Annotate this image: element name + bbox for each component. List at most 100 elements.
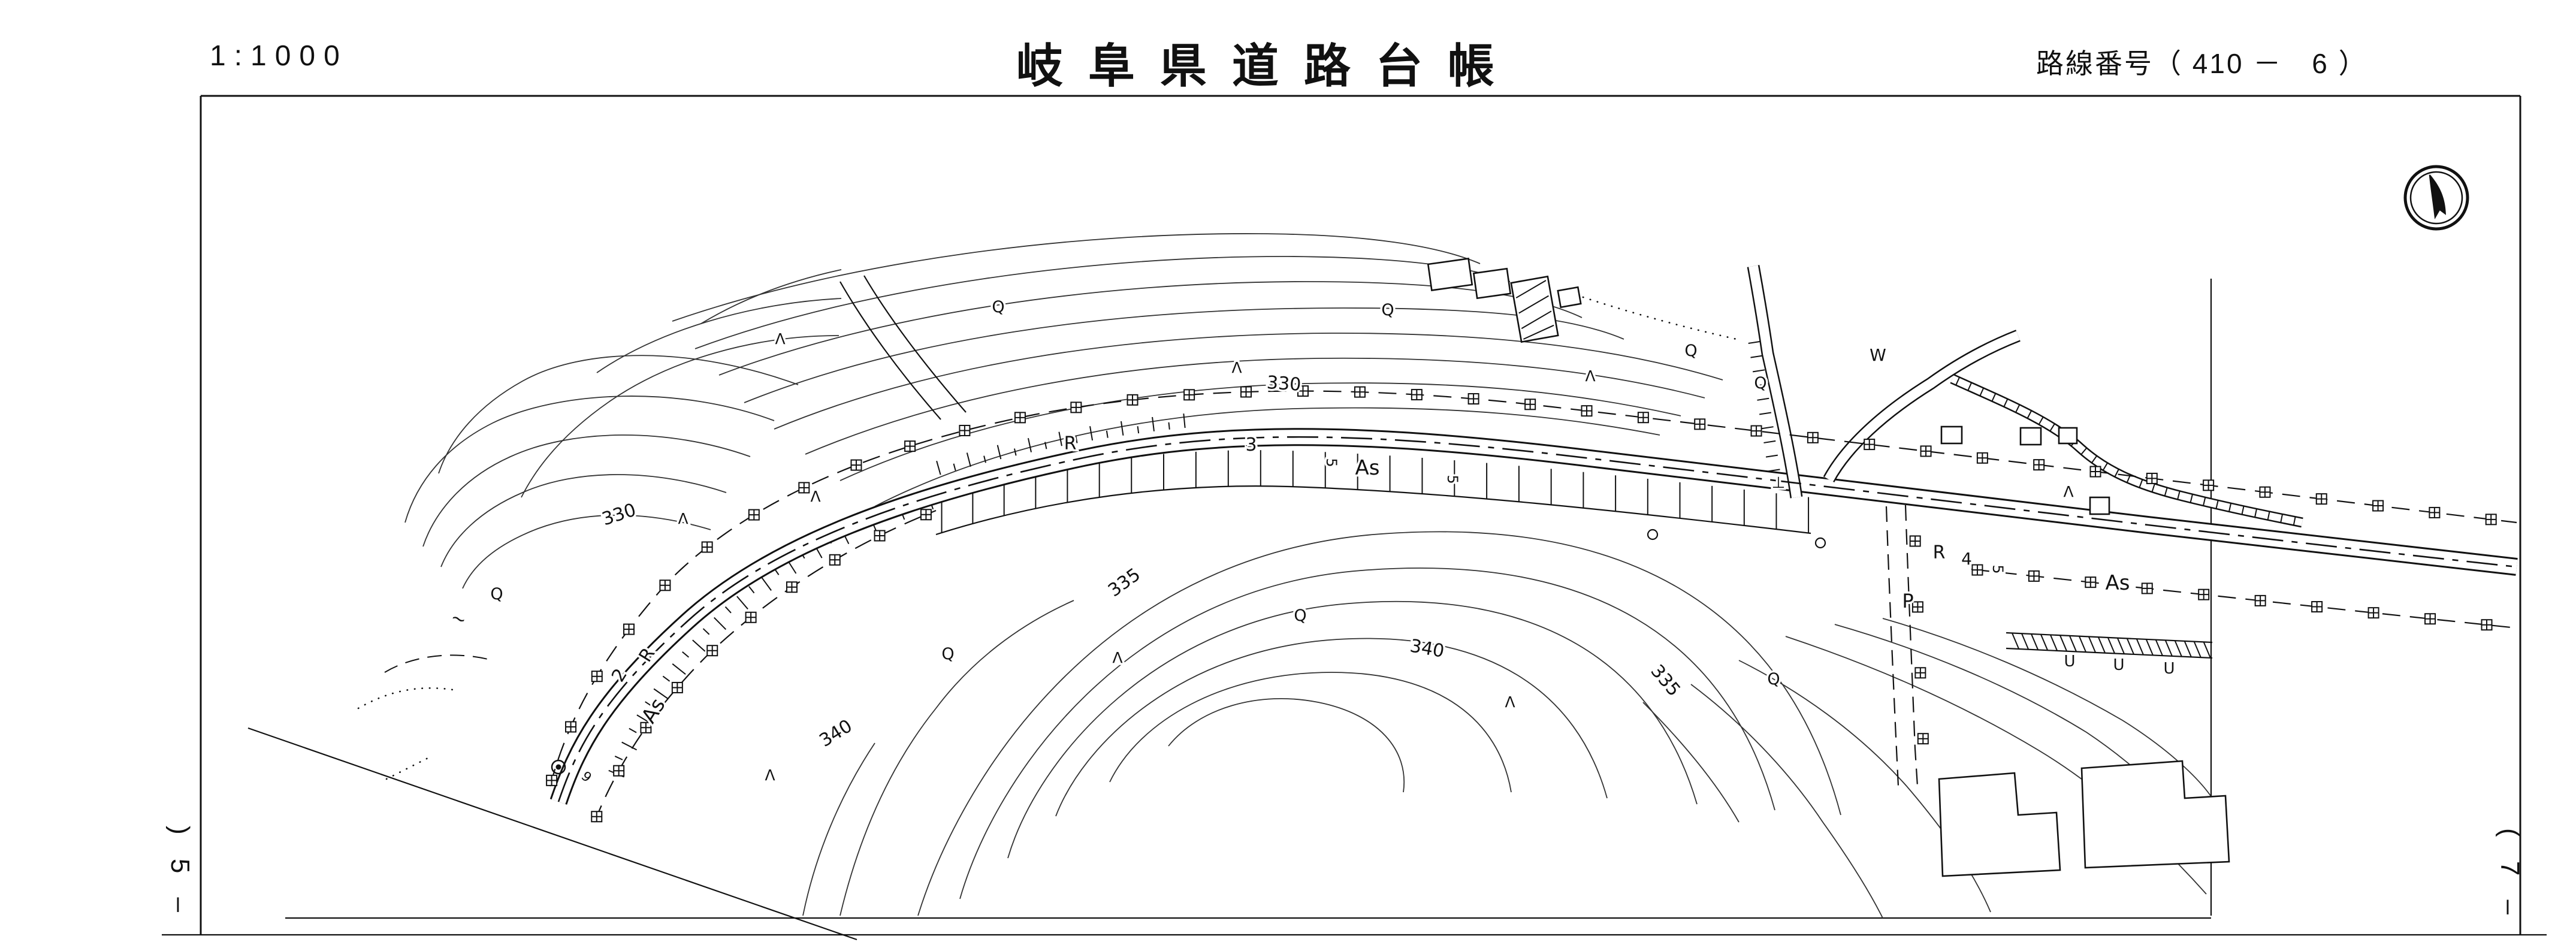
boundary-post-symbol [874, 530, 886, 542]
contour-lines [357, 233, 2213, 919]
boundary-post-symbol [2089, 466, 2101, 478]
map-annotation: U [2064, 653, 2075, 671]
boundary-post-symbol [1127, 394, 1138, 406]
boundary-post-symbol [1914, 667, 1926, 679]
boundary-post-symbol [1917, 733, 1929, 745]
retaining-wall [935, 450, 1812, 536]
boundary-post-symbol [2254, 594, 2266, 606]
boundary-post-symbol [2367, 607, 2379, 619]
grass-symbol: Λ [678, 510, 688, 527]
tree-symbol: Q [1684, 342, 1697, 360]
map-annotation: ~ [448, 606, 469, 631]
boundary-post-symbol [1750, 425, 1762, 437]
route-number-label: 路線番号（ 410 － 6 ） [2036, 48, 2368, 79]
tree-symbol: Q [992, 298, 1004, 316]
boundary-post-symbol [2485, 514, 2497, 526]
boundary-post-symbol [2315, 493, 2327, 505]
boundary-post-symbol [1524, 398, 1536, 410]
boundary-post-symbol [1864, 439, 1876, 451]
boundary-post-symbol [2033, 459, 2045, 471]
map-annotation: P [1902, 590, 1913, 612]
boundary-post-symbol [1911, 601, 1923, 613]
map-annotation: W [1870, 345, 1886, 365]
map-annotation: 5 [1323, 458, 1340, 467]
lane-down [1885, 505, 1919, 787]
boundary-post-symbol [904, 440, 916, 452]
boundary-post-symbol [2424, 613, 2436, 625]
grass-symbol: Λ [1585, 367, 1595, 385]
map-annotation: As [2106, 571, 2130, 595]
map-annotation: U [2113, 656, 2124, 674]
boundary-post-symbol [1694, 418, 1706, 430]
boundary-post-symbol [623, 623, 635, 635]
boundary-post-symbol [829, 554, 841, 566]
boundary-post-symbol [1807, 431, 1819, 443]
road-centerline [557, 436, 2518, 803]
boundary-post-symbol [2481, 619, 2493, 631]
grass-symbol: Λ [1112, 649, 1122, 666]
boundary-post-symbol [591, 671, 603, 683]
tree-symbol: Q [1754, 374, 1766, 393]
buildings [1427, 258, 2230, 877]
grass-symbol: Λ [1231, 359, 1242, 376]
tree-symbol: Q [1767, 670, 1780, 689]
boundary-post-symbol [850, 459, 862, 471]
contour-elevation-label: 340 [816, 715, 856, 751]
boundary-post-symbol [1070, 401, 1082, 413]
boundary-post-symbol [546, 774, 558, 786]
tree-symbol: Q [941, 645, 954, 663]
north-arrow-icon [2403, 165, 2469, 231]
grass-symbol: Λ [775, 330, 785, 348]
boundary-post-symbol [659, 579, 671, 591]
boundary-post-symbol [2141, 582, 2153, 594]
page-title: 岐阜県道路台帳 [1016, 40, 1520, 92]
contour-elevation-label: 340 [1408, 635, 1445, 662]
grass-symbol: Λ [2063, 483, 2073, 500]
boundary-post-symbol [613, 765, 625, 777]
boundary-post-symbol [745, 611, 757, 623]
tree-symbol: Q [1294, 606, 1306, 625]
boundary-post-symbol [701, 541, 713, 553]
contour-elevation-label: 330 [1266, 372, 1302, 395]
boundary-post-symbol [786, 581, 798, 593]
boundary-lines [546, 385, 2518, 823]
boundary-post-symbol [565, 721, 577, 733]
boundary-post-symbol [1297, 385, 1309, 397]
boundary-post-symbol [1240, 386, 1252, 398]
boundary-post-symbol [2028, 570, 2040, 582]
boundary-post-symbol [2198, 588, 2210, 600]
boundary-post-symbol [798, 482, 810, 494]
map-border [162, 95, 2547, 941]
map-annotation: 5 [1989, 564, 2006, 573]
grass-symbol: Λ [765, 766, 775, 784]
boundary-post-symbol [1183, 389, 1195, 401]
scale-label: 1:1000 [210, 40, 348, 72]
boundary-post-symbol [1014, 412, 1026, 424]
map-annotation: 9 [578, 769, 594, 786]
boundary-post-symbol [2085, 576, 2097, 588]
boundary-post-symbol [671, 681, 683, 693]
boundary-post-symbol [1354, 386, 1366, 398]
map-annotation: 4 [1961, 549, 1972, 569]
boundary-post-symbol [1467, 393, 1479, 405]
boundary-post-symbol [2259, 486, 2271, 498]
boundary-post-symbol [2203, 479, 2215, 491]
boundary-post-symbol [1637, 412, 1649, 424]
grass-symbol: Λ [810, 488, 820, 505]
boundary-post-symbol [2429, 506, 2441, 518]
side-road-upright [1829, 336, 2018, 479]
boundary-post-symbol [959, 424, 971, 436]
boundary-post-symbol [920, 509, 932, 521]
boundary-post-symbol [1971, 564, 1983, 576]
boundary-post-symbol [1909, 535, 1921, 547]
boundary-post-symbol [591, 811, 603, 823]
map-annotation: U [2163, 660, 2175, 678]
contour-elevation-label: 335 [1646, 661, 1684, 701]
benchmark-symbol [551, 529, 1826, 775]
boundary-post-symbol [2372, 500, 2384, 512]
tree-symbol: Q [1381, 301, 1394, 319]
grass-symbol: Λ [1505, 693, 1515, 711]
tree-symbol: Q [490, 585, 503, 603]
